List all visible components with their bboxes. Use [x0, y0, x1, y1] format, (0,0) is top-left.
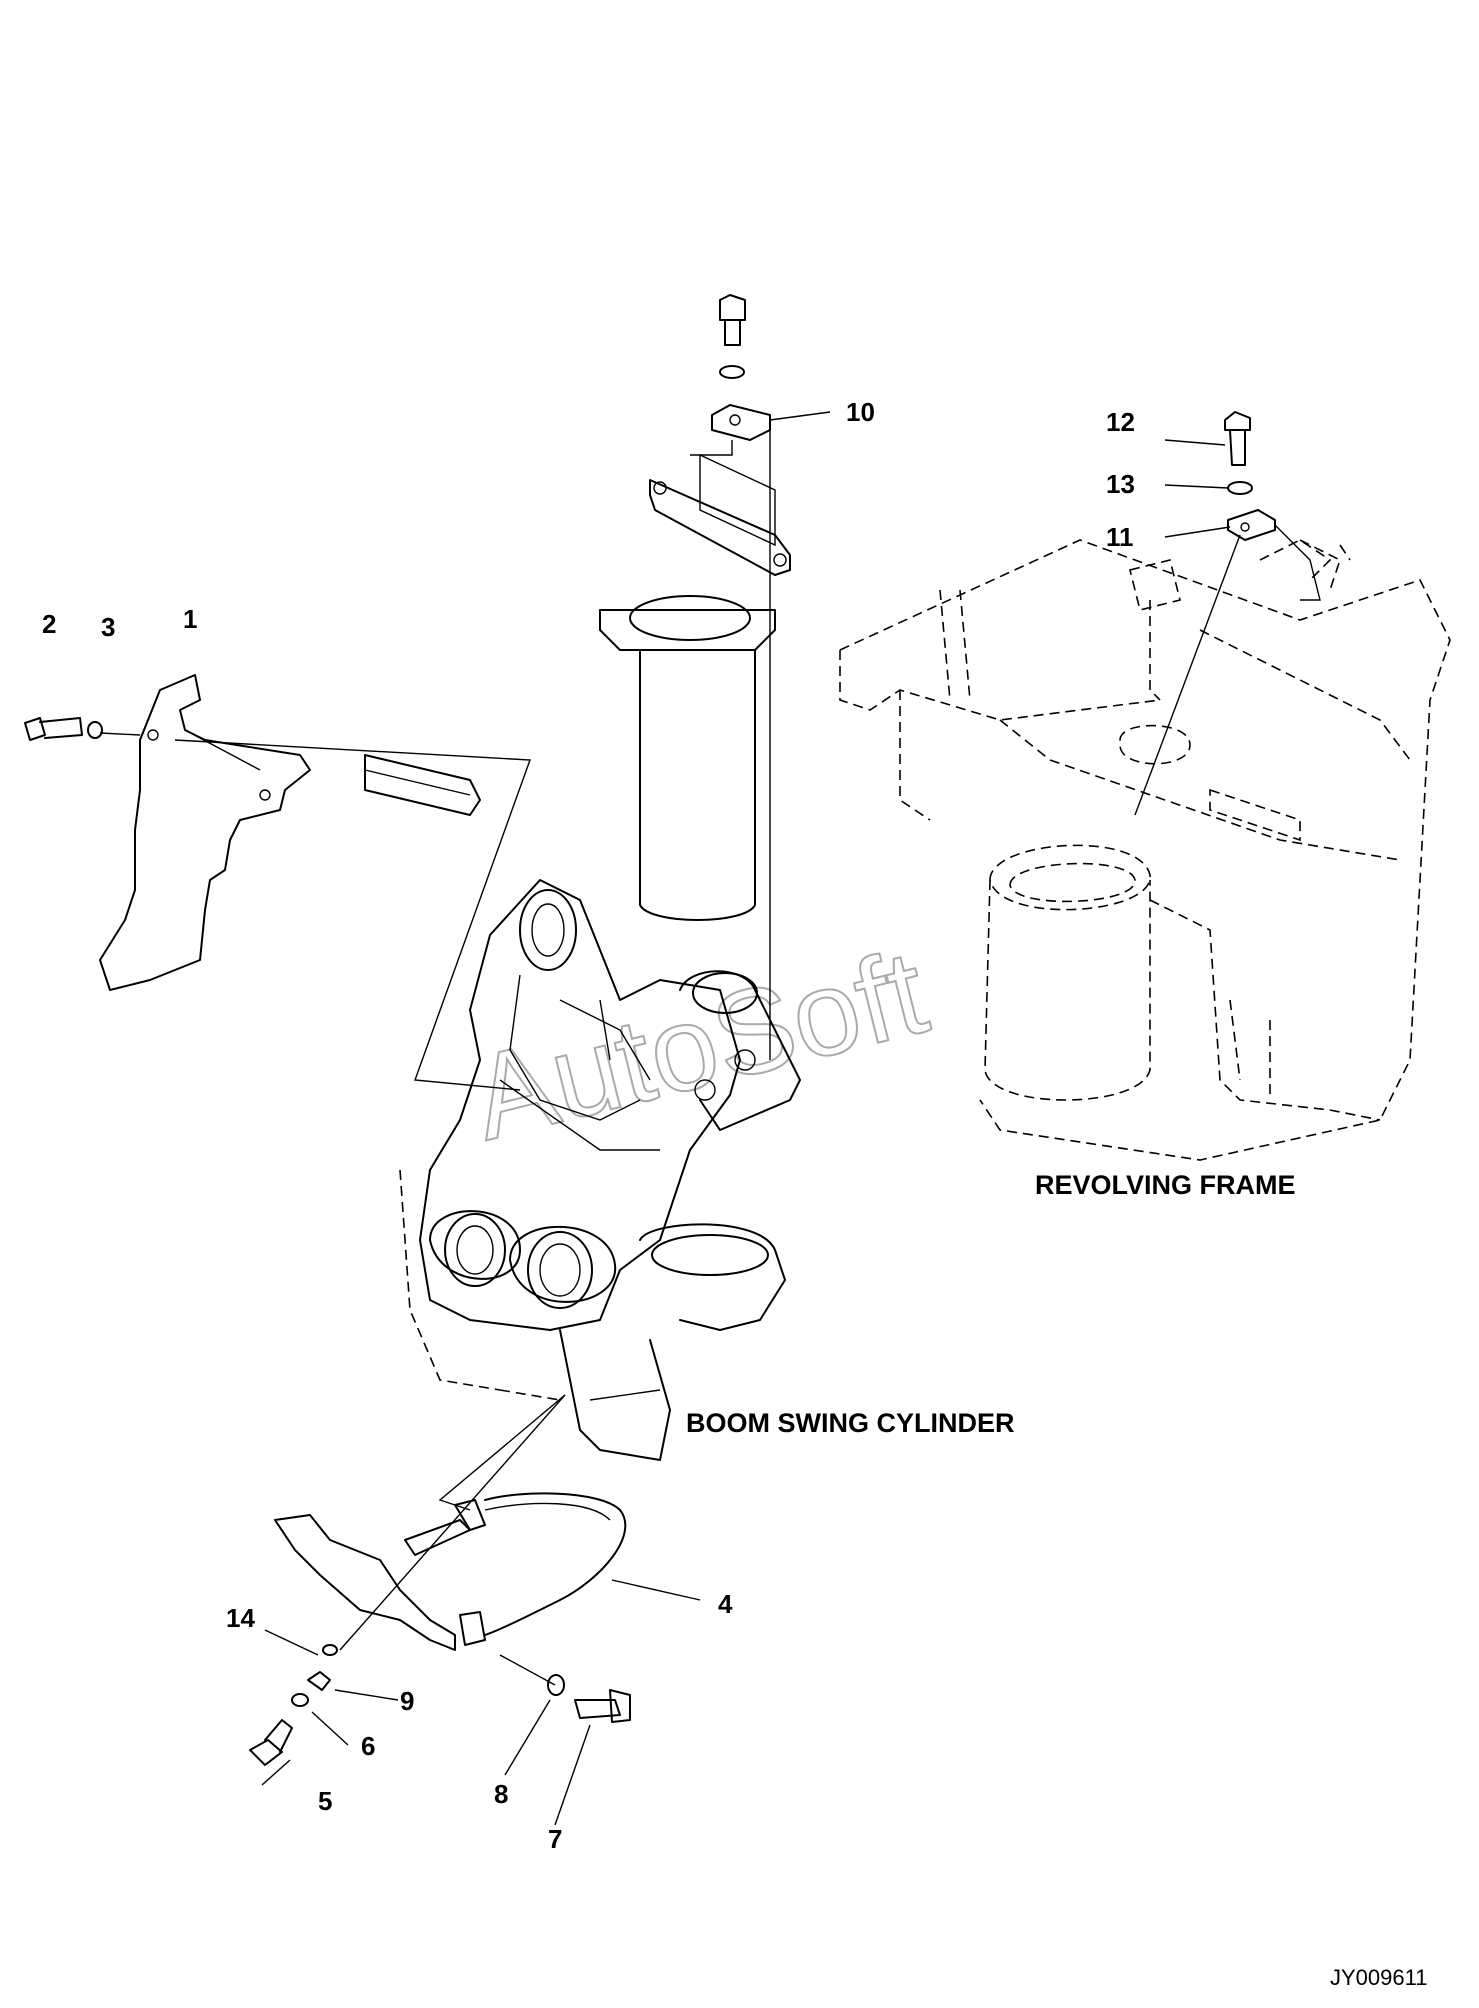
callout-numbers: 1 2 3 4 5 6 7 8 9 10 11 12 13 14: [42, 397, 1135, 1854]
callout-2: 2: [42, 609, 56, 639]
callout-13: 13: [1106, 469, 1135, 499]
document-id: JY009611: [1330, 1965, 1427, 1990]
svg-text:AutoSoft: AutoSoft: [460, 924, 939, 1165]
label-boom-swing-cylinder: BOOM SWING CYLINDER: [686, 1408, 1015, 1438]
callout-5: 5: [318, 1786, 332, 1816]
parts-11-13-drawing: [1134, 411, 1321, 816]
part-10-clamp-drawing: [690, 294, 831, 1060]
callout-8: 8: [494, 1779, 508, 1809]
label-revolving-frame: REVOLVING FRAME: [1035, 1170, 1296, 1200]
callout-11: 11: [1106, 522, 1134, 552]
boom-swing-cylinder-drawing: [399, 453, 801, 1461]
callout-6: 6: [361, 1731, 375, 1761]
callout-10: 10: [846, 397, 875, 427]
callout-1: 1: [183, 604, 197, 634]
callout-14: 14: [226, 1603, 255, 1633]
part-4-line-drawing: [249, 1394, 701, 1826]
callout-3: 3: [101, 612, 115, 642]
callout-7: 7: [548, 1824, 562, 1854]
revolving-frame-drawing: [839, 539, 1451, 1161]
part-1-bracket-drawing: [24, 674, 531, 1091]
watermark: AutoSoft: [459, 923, 940, 1166]
callout-12: 12: [1106, 407, 1135, 437]
callout-9: 9: [400, 1686, 414, 1716]
callout-4: 4: [718, 1589, 733, 1619]
